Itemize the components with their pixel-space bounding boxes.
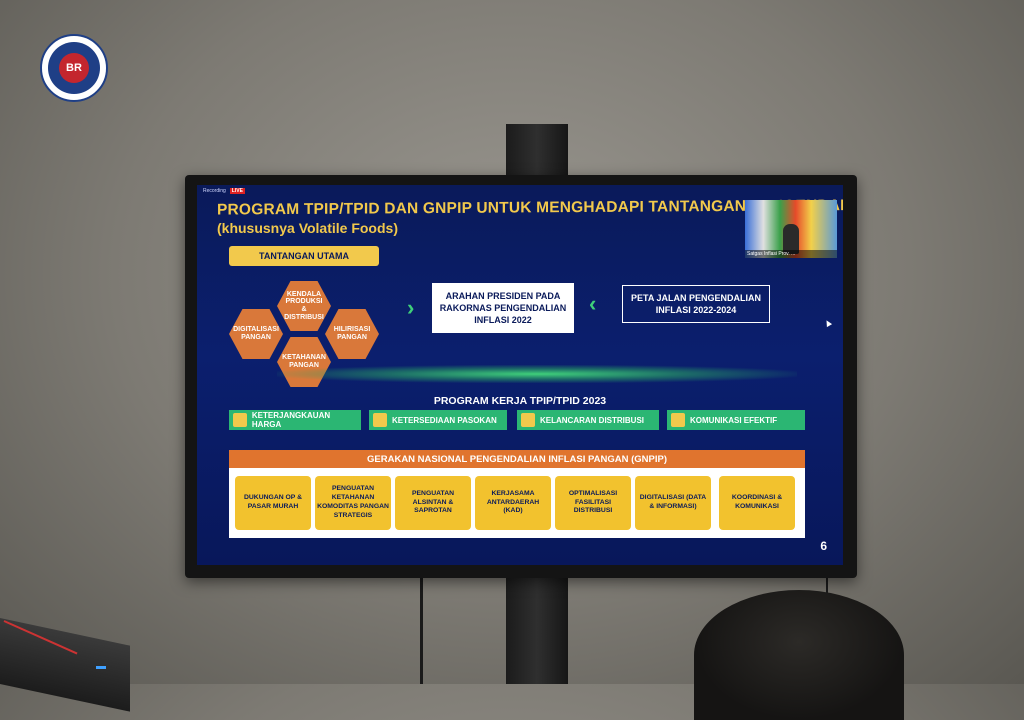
program-komunikasi: KOMUNIKASI EFEKTIF bbox=[667, 410, 805, 430]
gnpip-card: PENGUATAN KETAHANAN KOMODITAS PANGAN STR… bbox=[315, 476, 391, 530]
indicator-light bbox=[96, 666, 106, 669]
gnpip-card: DUKUNGAN OP & PASAR MURAH bbox=[235, 476, 311, 530]
program-kelancaran: KELANCARAN DISTRIBUSI bbox=[517, 410, 659, 430]
program-kerja-title: PROGRAM KERJA TPIP/TPID 2023 bbox=[433, 395, 607, 407]
news-logo: BR bbox=[40, 34, 108, 102]
speaker-figure bbox=[783, 224, 799, 254]
tv-monitor: Recording LIVE PROGRAM TPIP/TPID DAN GNP… bbox=[185, 175, 857, 578]
program-label: KELANCARAN DISTRIBUSI bbox=[540, 415, 644, 425]
recording-label: Recording bbox=[203, 188, 226, 194]
video-thumbnail: Satgas Inflasi Prov. ... bbox=[745, 200, 837, 258]
basket-icon bbox=[373, 413, 387, 427]
page-number: 6 bbox=[820, 539, 827, 553]
hex-challenge: HILIRISASI PANGAN bbox=[325, 309, 379, 359]
program-label: KETERSEDIAAN PASOKAN bbox=[392, 415, 497, 425]
audience-head-silhouette bbox=[694, 590, 904, 720]
program-label: KETERJANGKAUAN HARGA bbox=[251, 411, 331, 429]
recording-bar: Recording LIVE bbox=[203, 188, 245, 194]
mouse-cursor-icon bbox=[823, 318, 833, 328]
arrow-right-icon: › bbox=[407, 295, 415, 320]
peta-jalan-box: PETA JALAN PENGENDALIAN INFLASI 2022-202… bbox=[622, 285, 770, 323]
arrow-left-icon: ‹ bbox=[589, 291, 597, 316]
audio-equipment bbox=[0, 618, 130, 712]
hex-challenge: DIGITALISASI PANGAN bbox=[229, 309, 283, 359]
power-cable bbox=[420, 576, 423, 684]
live-badge: LIVE bbox=[229, 188, 245, 194]
program-keterjangkauan: KETERJANGKAUAN HARGA bbox=[229, 410, 361, 430]
green-glow-band bbox=[277, 365, 797, 383]
truck-icon bbox=[521, 413, 535, 427]
program-ketersediaan: KETERSEDIAAN PASOKAN bbox=[369, 410, 507, 430]
slide-subtitle: (khususnya Volatile Foods) bbox=[217, 220, 398, 236]
presentation-slide: Recording LIVE PROGRAM TPIP/TPID DAN GNP… bbox=[197, 185, 843, 565]
gnpip-title: GERAKAN NASIONAL PENGENDALIAN INFLASI PA… bbox=[229, 450, 805, 468]
gnpip-card: KOORDINASI & KOMUNIKASI bbox=[719, 476, 795, 530]
arahan-presiden-box: ARAHAN PRESIDEN PADA RAKORNAS PENGENDALI… bbox=[432, 283, 574, 333]
hdmi-cable bbox=[826, 576, 828, 594]
gnpip-card: DIGITALISASI (DATA & INFORMASI) bbox=[635, 476, 711, 530]
hand-icon bbox=[233, 413, 247, 427]
video-caption: Satgas Inflasi Prov. ... bbox=[745, 250, 837, 258]
logo-initials: BR bbox=[59, 53, 89, 83]
gnpip-card: KERJASAMA ANTARDAERAH (KAD) bbox=[475, 476, 551, 530]
program-label: KOMUNIKASI EFEKTIF bbox=[690, 415, 778, 425]
gnpip-card: PENGUATAN ALSINTAN & SAPROTAN bbox=[395, 476, 471, 530]
gnpip-card: OPTIMALISASI FASILITASI DISTRIBUSI bbox=[555, 476, 631, 530]
gnpip-panel: DUKUNGAN OP & PASAR MURAH PENGUATAN KETA… bbox=[229, 468, 805, 538]
hex-challenge: KENDALA PRODUKSI & DISTRIBUSI bbox=[277, 281, 331, 331]
person-icon bbox=[671, 413, 685, 427]
tantangan-label: TANTANGAN UTAMA bbox=[229, 246, 379, 266]
